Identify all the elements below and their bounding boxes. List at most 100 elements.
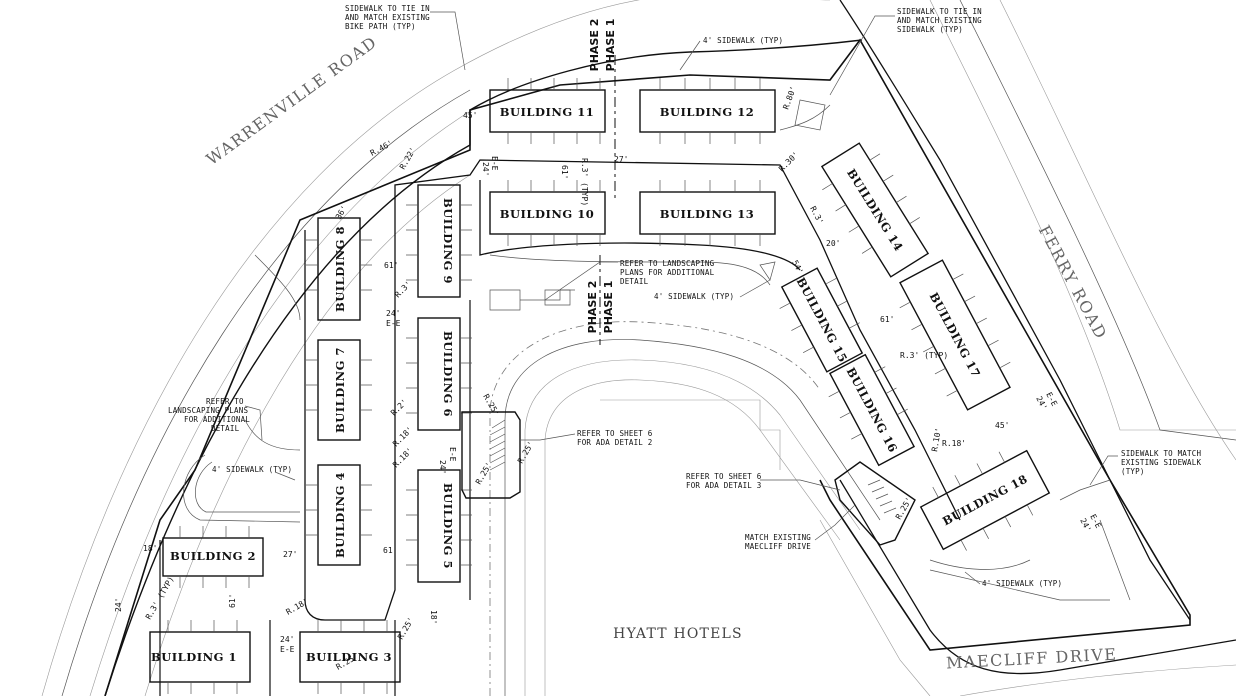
- dimensions-r10-text: R.10': [930, 427, 943, 452]
- dimensions-r25-a-text: R.25': [481, 393, 501, 418]
- building-13: BUILDING 13: [639, 180, 776, 246]
- building-16-label: BUILDING 16: [844, 365, 901, 455]
- building-9-label: BUILDING 9: [441, 198, 455, 284]
- dimensions-d24ee-3-text: 24': [280, 635, 294, 644]
- building-18-label: BUILDING 18: [940, 472, 1030, 529]
- notes-landscaping-mid-2-text: DETAIL: [620, 277, 649, 286]
- dimensions-d61-5-text: 61': [383, 546, 397, 555]
- ada-detail-3-box: [834, 461, 916, 546]
- dimension-labels: 45' R.46' 24' E-E 61' R.3' (TYP) 27' R.8…: [114, 85, 1103, 672]
- phase-line-mid: PHASE 2 PHASE 1: [586, 255, 615, 345]
- building-3: BUILDING 3: [299, 620, 401, 694]
- dimensions-d24-7-text: 24': [386, 309, 400, 318]
- building-12: BUILDING 12: [639, 78, 776, 144]
- building-8-label: BUILDING 8: [333, 226, 347, 312]
- note-bike-path: SIDEWALK TO TIE IN AND MATCH EXISTING BI…: [345, 4, 466, 71]
- notes-sidewalk-tie-ne-0-text: SIDEWALK TO TIE IN: [897, 7, 982, 16]
- dimensions-r3-8-text: R.3': [393, 279, 413, 299]
- note-maecliff-match: MATCH EXISTING MAECLIFF DRIVE: [745, 504, 856, 551]
- building-7-label: BUILDING 7: [333, 347, 347, 433]
- note-ada-2: REFER TO SHEET 6 FOR ADA DETAIL 2: [520, 429, 653, 447]
- dimensions-ee-7-text: E-E: [386, 319, 401, 328]
- dimensions-r3typ-17-text: R.3' (TYP): [900, 351, 948, 360]
- building-2-label: BUILDING 2: [170, 549, 256, 563]
- notes-landscaping-left-3-text: DETAIL: [211, 424, 240, 433]
- notes-ada2-0-text: REFER TO SHEET 6: [577, 429, 653, 438]
- dimensions-d45-text: 45': [463, 111, 477, 120]
- dimensions-d24-5-text: 24': [438, 460, 447, 474]
- building-11: BUILDING 11: [489, 78, 606, 144]
- building-7: BUILDING 7: [306, 339, 372, 441]
- note-sidewalk-top: 4' SIDEWALK (TYP): [679, 36, 783, 71]
- hyatt-drive-loop: [489, 321, 881, 696]
- notes-bike-path-0-text: SIDEWALK TO TIE IN: [345, 4, 430, 13]
- notes-sidewalk-match-se-1-text: EXISTING SIDEWALK: [1121, 458, 1201, 467]
- dimensions-ee-5-text: E-E: [448, 447, 457, 462]
- dimensions-r30-text: R.30': [777, 150, 800, 173]
- notes-landscaping-mid-1-text: PLANS FOR ADDITIONAL: [620, 268, 715, 277]
- building-10: BUILDING 10: [489, 180, 606, 246]
- notes-bike-path-2-text: BIKE PATH (TYP): [345, 22, 416, 31]
- building-1: BUILDING 1: [149, 620, 251, 694]
- dimensions-d27-top-text: 27': [614, 155, 628, 164]
- notes-landscaping-left-0-text: REFER TO: [206, 397, 244, 406]
- dimensions-d61-17-text: 61': [880, 315, 894, 324]
- phase-2-mid-label: PHASE 2: [586, 281, 599, 334]
- note-sidewalk-tie-ne: SIDEWALK TO TIE IN AND MATCH EXISTING SI…: [829, 7, 982, 96]
- notes-sidewalk-top-text: 4' SIDEWALK (TYP): [703, 36, 783, 45]
- dimensions-d27-2-text: 27': [283, 550, 297, 559]
- notes-maecliff-match-0-text: MATCH EXISTING: [745, 533, 811, 542]
- building-4-label: BUILDING 4: [333, 472, 347, 558]
- building-11-label: BUILDING 11: [500, 105, 594, 119]
- maecliff-drive-label: MAECLIFF DRIVE: [946, 645, 1118, 673]
- notes-bike-path-1-text: AND MATCH EXISTING: [345, 13, 430, 22]
- warrenville-road-lines: [41, 0, 863, 696]
- dimensions-r25-b-text: R.25': [516, 440, 536, 465]
- note-ada-3: REFER TO SHEET 6 FOR ADA DETAIL 3: [686, 472, 841, 491]
- dimensions-r18-16-text: R.18': [942, 439, 966, 448]
- building-12-label: BUILDING 12: [660, 105, 754, 119]
- notes-maecliff-match-1-text: MAECLIFF DRIVE: [745, 542, 811, 551]
- notes-ada3-1-text: FOR ADA DETAIL 3: [686, 481, 761, 490]
- note-landscaping-left: REFER TO LANDSCAPING PLANS FOR ADDITIONA…: [168, 397, 263, 441]
- ferry-road-lines: [839, 0, 1236, 621]
- building-13-label: BUILDING 13: [660, 207, 754, 221]
- dimensions-r18-1-text: R.18': [285, 597, 310, 617]
- dimensions-d20-text: 20': [826, 239, 840, 248]
- phase-1-mid-label: PHASE 1: [602, 281, 615, 334]
- building-6: BUILDING 6: [406, 317, 472, 431]
- building-17: BUILDING 17: [899, 259, 1011, 411]
- dimensions-d45-16-text: 45': [995, 421, 1009, 430]
- building-9: BUILDING 9: [406, 184, 472, 298]
- notes-landscaping-mid-0-text: REFER TO LANDSCAPING: [620, 259, 715, 268]
- dimensions-d61-8-text: 61': [384, 261, 398, 270]
- phase-line-top: PHASE 2 PHASE 1: [588, 19, 617, 200]
- building-8: BUILDING 8: [306, 217, 372, 321]
- dimensions-r25-c-text: R.25': [474, 461, 494, 486]
- dimensions-d61-top-text: 61': [560, 165, 569, 179]
- notes-sidewalk-tie-ne-2-text: SIDEWALK (TYP): [897, 25, 963, 34]
- dimensions-d24ee-top-text: 24': [481, 162, 490, 176]
- maecliff-drive-lines: [819, 479, 1236, 696]
- notes-sidewalk-match-se-2-text: (TYP): [1121, 467, 1145, 476]
- building-1-label: BUILDING 1: [151, 650, 237, 664]
- building-15: BUILDING 15: [779, 267, 864, 373]
- ada-detail-2-box: [461, 411, 521, 499]
- warrenville-road-label: WARRENVILLE ROAD: [203, 32, 381, 169]
- building-2: BUILDING 2: [162, 526, 264, 588]
- notes-sidewalk-left-text: 4' SIDEWALK (TYP): [212, 465, 292, 474]
- dimensions-r2-text: R.2': [389, 397, 409, 417]
- site-boundary: [104, 38, 1191, 696]
- dimensions-r80-text: R.80': [781, 85, 798, 111]
- building-10-label: BUILDING 10: [500, 207, 594, 221]
- building-18: BUILDING 18: [919, 449, 1051, 551]
- building-4: BUILDING 4: [306, 464, 372, 566]
- note-landscaping-mid: REFER TO LANDSCAPING PLANS FOR ADDITIONA…: [544, 259, 715, 301]
- dimensions-r22-text: R.22': [398, 146, 418, 171]
- building-5: BUILDING 5: [406, 469, 472, 583]
- note-sidewalk-mid: 4' SIDEWALK (TYP): [654, 279, 771, 301]
- notes-landscaping-left-2-text: FOR ADDITIONAL: [184, 415, 250, 424]
- dimensions-ee-top-text: E-E: [490, 156, 499, 171]
- note-sidewalk-left: 4' SIDEWALK (TYP): [212, 465, 296, 481]
